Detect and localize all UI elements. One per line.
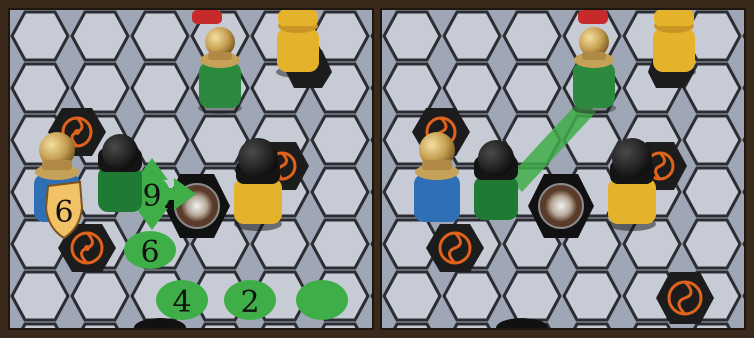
green-space: 4	[156, 280, 208, 320]
red-pawn	[192, 10, 222, 24]
yellow-pawn	[276, 10, 320, 78]
blue-pawn	[414, 132, 460, 222]
space-value: 4	[172, 285, 191, 320]
green-space	[296, 280, 348, 320]
red-pawn	[578, 10, 608, 24]
portal-icon	[539, 184, 583, 228]
board-before: 6 4 2 9	[10, 10, 372, 328]
space-value: 6	[140, 235, 159, 270]
yellow-pawn	[652, 10, 696, 78]
board-after	[382, 10, 744, 328]
panel-after	[380, 8, 746, 330]
black-pawn	[98, 134, 142, 212]
panel-before: 6 4 2 9	[8, 8, 374, 330]
yellow-black-pawn	[608, 138, 656, 231]
space-value: 2	[240, 285, 259, 320]
green-space: 2	[224, 280, 276, 320]
arrows-value: 9	[142, 179, 161, 214]
black-pawn	[474, 140, 518, 220]
shield-value: 6	[54, 195, 73, 230]
yellow-black-pawn	[234, 138, 282, 231]
